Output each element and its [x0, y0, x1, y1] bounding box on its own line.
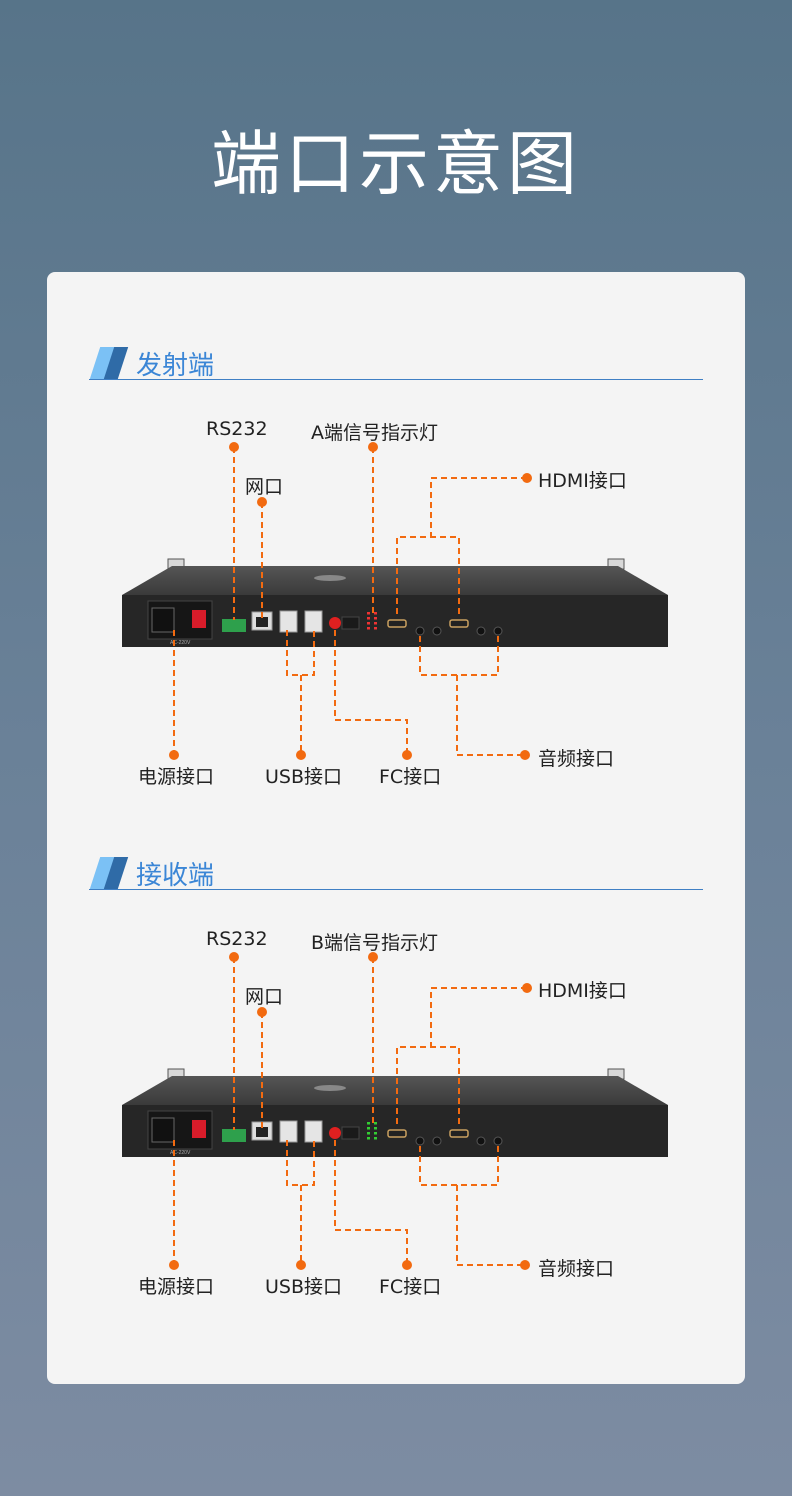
fc-leader: [334, 630, 408, 755]
section-heading: 接收端: [89, 855, 703, 891]
audio-in-jack-2: [476, 1136, 486, 1146]
fc-leader: [334, 1140, 408, 1265]
label-audio: 音频接口: [538, 1258, 615, 1280]
net-dot: [257, 1007, 267, 1017]
label-usb: USB接口: [265, 766, 343, 788]
section-title: 接收端: [136, 861, 215, 891]
usb-dot: [296, 750, 306, 760]
label-power: 电源接口: [138, 766, 215, 788]
hdmi-leader: [430, 987, 527, 1047]
section-heading: 发射端: [89, 345, 703, 381]
rj45-socket: [256, 617, 268, 627]
usb-branch: [286, 630, 315, 676]
audio-leader: [456, 675, 525, 756]
rs232-dot: [229, 952, 239, 962]
power-dot: [169, 750, 179, 760]
fc-slot: [341, 1126, 360, 1140]
label-hdmi: HDMI接口: [538, 980, 627, 1002]
label-signal-indicator: A端信号指示灯: [311, 422, 438, 444]
power-inlet: [151, 607, 175, 633]
hdmi-out-port: [449, 1129, 469, 1138]
power-switch: [192, 610, 206, 628]
fc-dot: [402, 750, 412, 760]
voltage-text: AC-220V: [170, 640, 191, 646]
audio-out-jack-1: [432, 1136, 442, 1146]
power-inlet: [151, 1117, 175, 1143]
rs232-dot: [229, 442, 239, 452]
usb-dot: [296, 1260, 306, 1270]
label-audio: 音频接口: [538, 748, 615, 770]
section-transmitter: 发射端 AC-220V RS232 网口 A端信号指示灯 HDMI接口 电源接口…: [89, 345, 703, 788]
audio-in-jack-2: [476, 626, 486, 636]
fc-dot: [402, 1260, 412, 1270]
rs232-terminal: [222, 1129, 246, 1142]
audio-out-jack-2: [493, 1136, 503, 1146]
hdmi-out-port: [449, 619, 469, 628]
device-top: [122, 1076, 668, 1105]
usb-port-2: [304, 1120, 323, 1143]
usb-branch: [286, 1140, 315, 1186]
label-fc: FC接口: [379, 1276, 442, 1298]
net-dot: [257, 497, 267, 507]
diagram-card: [47, 272, 745, 1384]
voltage-text: AC-220V: [170, 1150, 191, 1156]
label-fc: FC接口: [379, 766, 442, 788]
usb-port-1: [279, 1120, 298, 1143]
rj45-socket: [256, 1127, 268, 1137]
hdmi-dot: [522, 983, 532, 993]
fc-port: [329, 1127, 341, 1139]
device-logo: [314, 575, 346, 581]
audio-in-jack-1: [415, 626, 425, 636]
hdmi-in-port: [387, 619, 407, 628]
label-network: 网口: [245, 476, 284, 498]
hdmi-leader: [430, 477, 527, 537]
section-receiver: 接收端 AC-220V RS232 网口 B端信号指示灯 HDMI接口 电源接口…: [0, 510, 792, 1410]
signal-leds: [367, 612, 377, 630]
device-diagram: AC-220V: [122, 442, 668, 760]
audio-dot: [520, 1260, 530, 1270]
audio-out-jack-2: [493, 626, 503, 636]
device-logo: [314, 1085, 346, 1091]
label-signal-indicator: B端信号指示灯: [311, 932, 439, 954]
rs232-terminal: [222, 619, 246, 632]
audio-leader: [456, 1185, 525, 1266]
usb-port-1: [279, 610, 298, 633]
hdmi-in-port: [387, 1129, 407, 1138]
audio-dot: [520, 750, 530, 760]
label-network: 网口: [245, 986, 284, 1008]
audio-in-jack-1: [415, 1136, 425, 1146]
indicator-dot: [368, 952, 378, 962]
label-usb: USB接口: [265, 1276, 343, 1298]
label-hdmi: HDMI接口: [538, 470, 627, 492]
label-rs232: RS232: [206, 928, 268, 950]
audio-out-jack-1: [432, 626, 442, 636]
device-top: [122, 566, 668, 595]
signal-leds: [367, 1122, 377, 1140]
label-rs232: RS232: [206, 418, 268, 440]
section-title: 发射端: [136, 351, 215, 381]
power-dot: [169, 1260, 179, 1270]
page-title: 端口示意图: [211, 123, 581, 205]
hdmi-dot: [522, 473, 532, 483]
label-power: 电源接口: [138, 1276, 215, 1298]
power-switch: [192, 1120, 206, 1138]
fc-slot: [341, 616, 360, 630]
indicator-dot: [368, 442, 378, 452]
fc-port: [329, 617, 341, 629]
device-diagram: AC-220V: [122, 952, 668, 1270]
